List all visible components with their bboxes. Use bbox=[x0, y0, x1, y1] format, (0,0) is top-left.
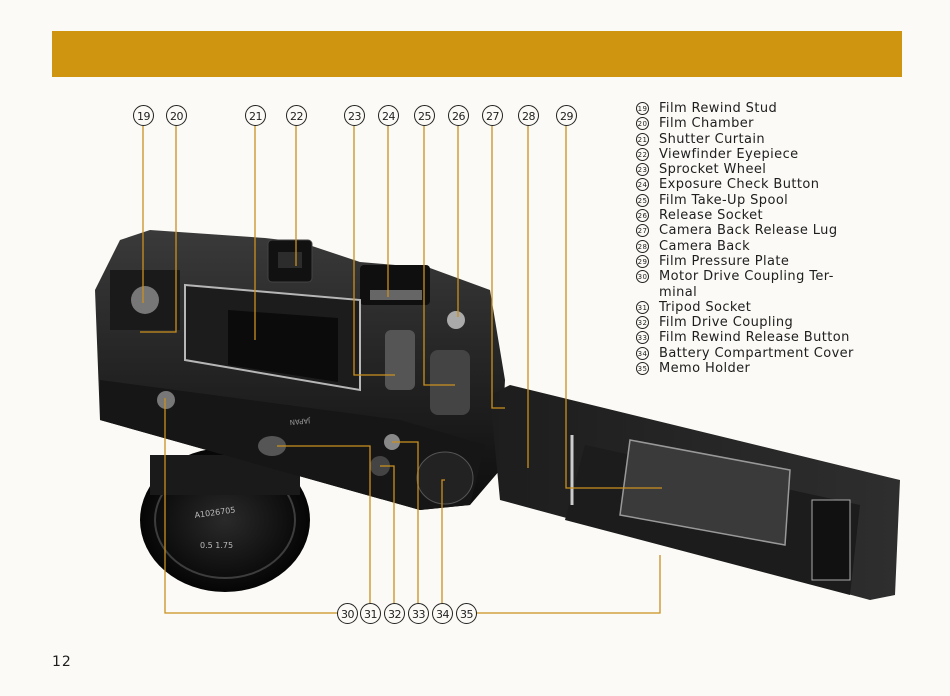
parts-legend: 19 Film Rewind Stud 20 Film Chamber 21 Shutte… bbox=[634, 101, 874, 376]
legend-item: 29 Film Pressure Plate bbox=[634, 254, 874, 269]
legend-label: Sprocket Wheel bbox=[659, 162, 767, 178]
header-color-bar bbox=[52, 31, 902, 77]
legend-item: 24 Exposure Check Button bbox=[634, 177, 874, 192]
callout-19: 19 bbox=[133, 105, 154, 126]
legend-number: 27 bbox=[636, 224, 649, 238]
memo-holder bbox=[811, 499, 851, 581]
callout-26: 26 bbox=[448, 105, 469, 126]
legend-label: Film Chamber bbox=[659, 116, 754, 132]
legend-item: 33 Film Rewind Release Button bbox=[634, 330, 874, 345]
callout-28: 28 bbox=[518, 105, 539, 126]
film-pressure-plate bbox=[619, 439, 791, 546]
legend-item: 22 Viewfinder Eyepiece bbox=[634, 147, 874, 162]
callout-35: 35 bbox=[456, 603, 477, 624]
legend-item: 28 Camera Back bbox=[634, 239, 874, 254]
legend-label: Exposure Check Button bbox=[659, 177, 820, 193]
legend-item: 30 Motor Drive Coupling Ter- minal bbox=[634, 269, 874, 300]
callout-24: 24 bbox=[378, 105, 399, 126]
camera-body: JAPAN bbox=[95, 230, 505, 510]
leader-lines bbox=[140, 126, 662, 614]
legend-item: 23 Sprocket Wheel bbox=[634, 162, 874, 177]
callout-34: 34 bbox=[432, 603, 453, 624]
callout-23: 23 bbox=[344, 105, 365, 126]
legend-item: 31 Tripod Socket bbox=[634, 300, 874, 315]
legend-number: 22 bbox=[636, 147, 649, 161]
callout-33: 33 bbox=[408, 603, 429, 624]
legend-number: 31 bbox=[636, 300, 649, 314]
legend-label: Film Take-Up Spool bbox=[659, 192, 789, 208]
legend-item: 26 Release Socket bbox=[634, 208, 874, 223]
legend-number: 19 bbox=[636, 102, 649, 115]
page-number: 12 bbox=[52, 654, 72, 670]
legend-label: Film Drive Coupling bbox=[659, 315, 794, 331]
legend-label: Memo Holder bbox=[659, 361, 751, 377]
legend-item: 25 Film Take-Up Spool bbox=[634, 193, 874, 208]
callout-25: 25 bbox=[414, 105, 435, 126]
legend-item: 21 Shutter Curtain bbox=[634, 132, 874, 147]
legend-label: Viewfinder Eyepiece bbox=[659, 146, 799, 162]
legend-label: Battery Compartment Cover bbox=[659, 345, 854, 361]
callout-32: 32 bbox=[384, 603, 405, 624]
callout-22: 22 bbox=[286, 105, 307, 126]
release-socket bbox=[447, 311, 465, 329]
legend-label: Camera Back Release Lug bbox=[659, 223, 838, 239]
legend-number: 25 bbox=[636, 193, 649, 207]
legend-number: 23 bbox=[636, 163, 649, 177]
legend-label: Shutter Curtain bbox=[659, 131, 765, 147]
legend-label: Tripod Socket bbox=[659, 299, 752, 315]
legend-number: 20 bbox=[636, 117, 649, 131]
callout-30: 30 bbox=[337, 603, 358, 624]
legend-item: 19 Film Rewind Stud bbox=[634, 101, 874, 116]
legend-label: Film Rewind Stud bbox=[659, 101, 778, 116]
legend-number: 35 bbox=[636, 362, 649, 376]
legend-item: 35 Memo Holder bbox=[634, 361, 874, 376]
legend-number: 32 bbox=[636, 316, 649, 330]
callout-29: 29 bbox=[556, 105, 577, 126]
battery-cover bbox=[416, 451, 474, 505]
legend-label: Film Pressure Plate bbox=[659, 253, 790, 269]
callout-27: 27 bbox=[482, 105, 503, 126]
body-engraving: JAPAN bbox=[289, 416, 311, 426]
sprocket-wheel bbox=[385, 330, 415, 390]
legend-number: 33 bbox=[636, 331, 649, 345]
callout-31: 31 bbox=[360, 603, 381, 624]
legend-number: 28 bbox=[636, 239, 649, 253]
legend-number: 29 bbox=[636, 254, 649, 268]
legend-item: 20 Film Chamber bbox=[634, 116, 874, 131]
legend-label: Motor Drive Coupling Ter- minal bbox=[659, 269, 834, 300]
film-take-up-spool bbox=[430, 350, 470, 415]
legend-number: 34 bbox=[636, 346, 649, 360]
film-rewind-stud bbox=[131, 286, 159, 314]
camera-back bbox=[490, 385, 900, 600]
legend-number: 30 bbox=[636, 270, 649, 284]
legend-label: Camera Back bbox=[659, 238, 751, 254]
lens-marks: 0.5 1.75 bbox=[200, 541, 233, 550]
legend-item: 32 Film Drive Coupling bbox=[634, 315, 874, 330]
lens: A1026705 0.5 1.75 bbox=[140, 448, 310, 592]
callout-20: 20 bbox=[166, 105, 187, 126]
legend-label: Film Rewind Release Button bbox=[659, 330, 850, 346]
legend-number: 21 bbox=[636, 132, 649, 146]
motor-drive-terminal bbox=[157, 391, 175, 409]
legend-number: 24 bbox=[636, 178, 649, 192]
legend-item: 34 Battery Compartment Cover bbox=[634, 346, 874, 361]
tripod-socket bbox=[258, 436, 286, 456]
callout-21: 21 bbox=[245, 105, 266, 126]
legend-number: 26 bbox=[636, 209, 649, 223]
legend-label: Release Socket bbox=[659, 208, 764, 224]
legend-item: 27 Camera Back Release Lug bbox=[634, 223, 874, 238]
